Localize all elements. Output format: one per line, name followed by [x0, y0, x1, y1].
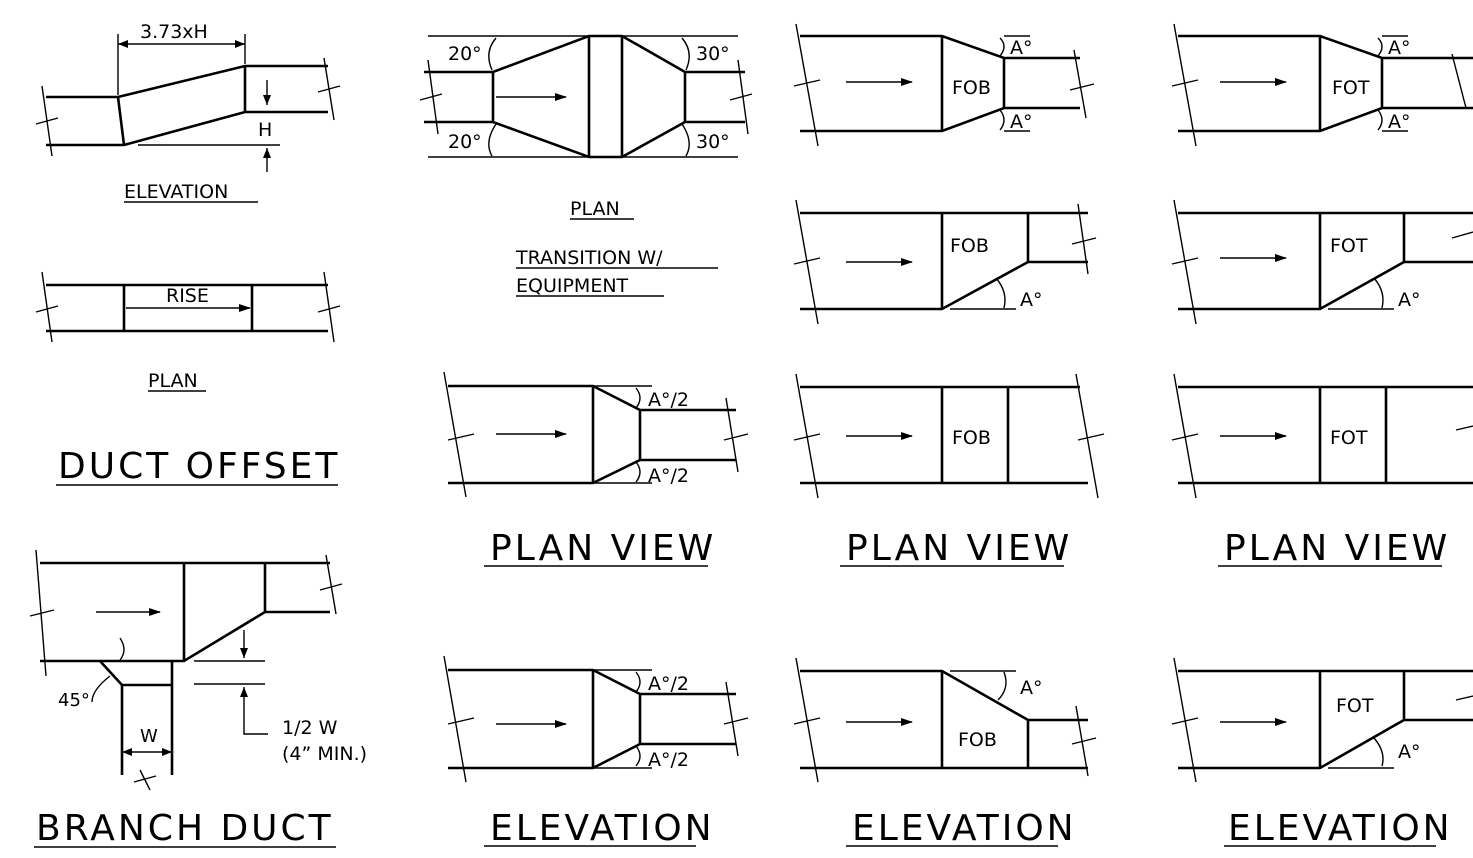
duct-offset-elevation: 3.73xH H ELEVATION — [35, 21, 341, 203]
fob-label-4: FOB — [958, 729, 997, 751]
h-label: H — [258, 119, 272, 141]
fob-elevation: FOB A° ELEVATION — [793, 657, 1097, 849]
fot-label-1: FOT — [1332, 77, 1370, 99]
plan-view-title-2: PLAN VIEW — [846, 528, 1072, 569]
fob-label-3: FOB — [952, 427, 991, 449]
plan-view-title-3: PLAN VIEW — [1224, 528, 1450, 569]
half-a-bot-plan: A°/2 — [648, 465, 689, 487]
half-a-top-elev: A°/2 — [648, 673, 689, 695]
fot-plan-view: FOT PLAN VIEW — [1171, 373, 1473, 569]
a-deg-fot-1b: A° — [1388, 111, 1411, 133]
fot-eccentric-plan: FOT A° — [1171, 199, 1473, 325]
fot-elevation: FOT A° ELEVATION — [1171, 657, 1473, 849]
fot-label-4: FOT — [1336, 695, 1374, 717]
elevation-small-label: ELEVATION — [124, 181, 228, 203]
concentric-plan-view: A°/2 A°/2 PLAN VIEW — [443, 371, 749, 569]
elevation-title-3: ELEVATION — [1228, 808, 1453, 849]
transition-line2: EQUIPMENT — [516, 275, 629, 297]
concentric-elevation: A°/2 A°/2 ELEVATION — [443, 655, 749, 849]
deg45-label: 45° — [58, 690, 90, 711]
a-deg-fob-4: A° — [1020, 677, 1043, 699]
transition-line1: TRANSITION W/ — [515, 247, 663, 269]
fot-label-2: FOT — [1330, 235, 1368, 257]
deg20-bot-label: 20° — [448, 131, 482, 153]
elevation-title-1: ELEVATION — [490, 808, 715, 849]
fob-label-1: FOB — [952, 77, 991, 99]
plan-view-title-1: PLAN VIEW — [490, 528, 716, 569]
fob-eccentric-plan: FOB A° — [793, 199, 1097, 325]
dim-373-label: 3.73xH — [140, 21, 208, 43]
fob-plan-view: FOB PLAN VIEW — [793, 373, 1105, 569]
fob-top-detail: FOB A° A° — [793, 23, 1095, 147]
branch-duct-title: BRANCH DUCT — [36, 808, 334, 849]
plan-transition-label: PLAN — [570, 198, 620, 220]
fot-label-3: FOT — [1330, 427, 1368, 449]
duct-offset-plan: RISE PLAN DUCT OFFSET — [35, 271, 341, 487]
w-label: W — [140, 726, 158, 747]
rise-label: RISE — [166, 285, 209, 307]
half-w-label: 1/2 W — [282, 717, 338, 739]
duct-offset-title: DUCT OFFSET — [58, 446, 340, 487]
fot-top-detail: FOT A° A° — [1171, 23, 1473, 147]
elevation-title-2: ELEVATION — [852, 808, 1077, 849]
half-a-bot-elev: A°/2 — [648, 749, 689, 771]
a-deg-fob-1b: A° — [1010, 111, 1033, 133]
a-deg-fot-1a: A° — [1388, 37, 1411, 59]
transition-with-equipment: 20° 20° 30° 30° PLAN TRANSITION W/ EQUIP… — [419, 34, 753, 297]
a-deg-fob-1a: A° — [1010, 37, 1033, 59]
fob-label-2: FOB — [950, 235, 989, 257]
branch-duct-detail: 45° W 1/2 W (4” MIN.) BRANCH DUCT — [29, 549, 367, 849]
plan-small-label: PLAN — [148, 370, 198, 392]
a-deg-fot-4: A° — [1398, 741, 1421, 763]
deg30-bot-label: 30° — [696, 131, 730, 153]
deg30-top-label: 30° — [696, 43, 730, 65]
a-deg-fot-2: A° — [1398, 289, 1421, 311]
a-deg-fob-2: A° — [1020, 289, 1043, 311]
min4-label: (4” MIN.) — [282, 743, 367, 765]
deg20-top-label: 20° — [448, 43, 482, 65]
half-a-top-plan: A°/2 — [648, 389, 689, 411]
